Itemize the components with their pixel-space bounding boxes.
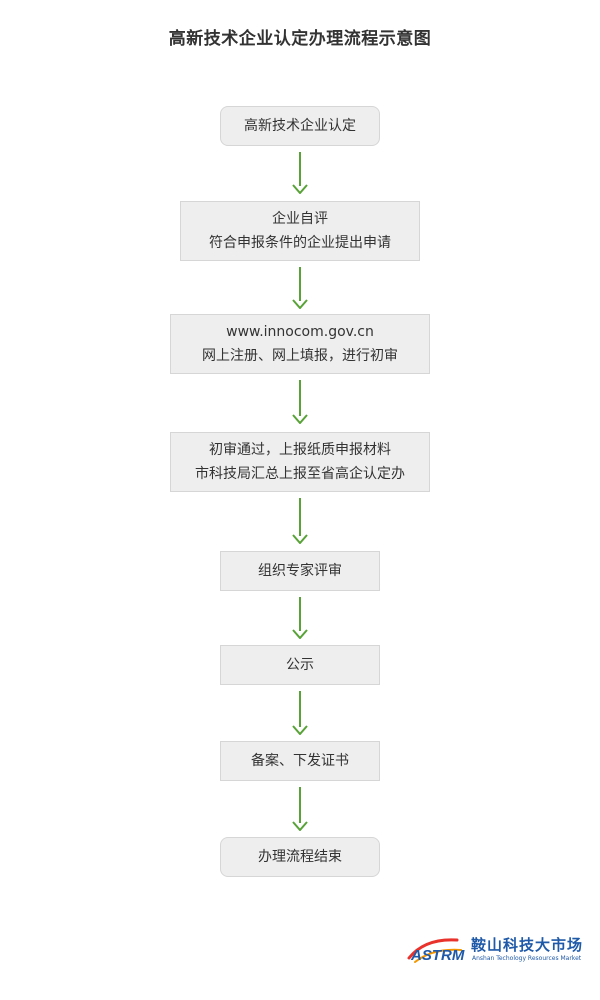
page-title: 高新技术企业认定办理流程示意图	[168, 29, 432, 49]
logo-subtitle: Anshan Techology Resources Market	[472, 955, 582, 962]
flow-step-url: www.innocom.gov.cn	[226, 324, 374, 340]
flow-step-label: 备案、下发证书	[251, 753, 349, 769]
flow-arrow	[292, 691, 308, 735]
flow-arrow	[292, 152, 308, 194]
flow-step-filing-certificate: 备案、下发证书	[220, 741, 380, 781]
logo-name: 鞍山科技大市场	[471, 936, 584, 954]
astrm-logo-mark: ASTRM	[407, 938, 465, 964]
svg-text:ASTRM: ASTRM	[410, 947, 465, 964]
flow-step-start: 高新技术企业认定	[220, 106, 380, 146]
flow-step-end: 办理流程结束	[220, 837, 380, 877]
flow-step-label: 高新技术企业认定	[244, 118, 356, 134]
flow-step-label: 初审通过，上报纸质申报材料	[209, 442, 391, 458]
flow-step-paper-submit: 初审通过，上报纸质申报材料 市科技局汇总上报至省高企认定办	[170, 432, 430, 492]
flow-step-self-assessment: 企业自评 符合申报条件的企业提出申请	[180, 201, 420, 261]
flow-arrow	[292, 380, 308, 424]
flow-step-online-register: www.innocom.gov.cn 网上注册、网上填报，进行初审	[170, 314, 430, 374]
flow-step-label: 企业自评	[272, 211, 328, 227]
flow-arrow	[292, 498, 308, 544]
flow-step-label: 办理流程结束	[258, 849, 342, 865]
flow-step-label: 组织专家评审	[258, 563, 342, 579]
flow-step-detail: 网上注册、网上填报，进行初审	[202, 348, 398, 364]
flow-arrow	[292, 787, 308, 831]
flow-step-label: 公示	[286, 657, 314, 673]
flow-step-expert-review: 组织专家评审	[220, 551, 380, 591]
flow-arrow	[292, 597, 308, 639]
flow-step-detail: 符合申报条件的企业提出申请	[209, 235, 391, 251]
astrm-logo: ASTRM 鞍山科技大市场 Anshan Techology Resources…	[405, 930, 585, 970]
flow-arrow	[292, 267, 308, 309]
flow-step-detail: 市科技局汇总上报至省高企认定办	[195, 466, 405, 482]
flow-step-publicity: 公示	[220, 645, 380, 685]
